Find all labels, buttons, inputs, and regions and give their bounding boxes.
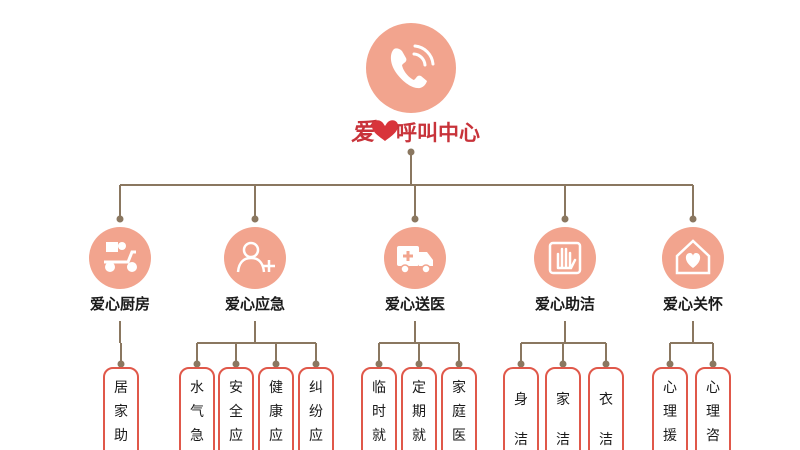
add-person-icon xyxy=(236,241,275,273)
category-label: 爱心关怀 xyxy=(663,295,723,313)
category-care: 爱心关怀 xyxy=(662,227,724,313)
service-item: 定期就诊 xyxy=(401,367,437,450)
delivery-scooter-icon xyxy=(104,242,137,272)
service-item-box xyxy=(361,367,397,450)
service-item: 居家助餐 xyxy=(103,367,139,450)
connector-dot xyxy=(407,148,415,156)
connector-dot xyxy=(559,360,567,368)
category-label: 爱心送医 xyxy=(385,295,445,313)
category-emergency: 爱心应急 xyxy=(224,227,286,313)
connector-dot xyxy=(602,360,610,368)
service-item-box xyxy=(441,367,477,450)
service-item-label: 健康应急 xyxy=(269,380,283,450)
category-cleaning: 爱心助洁 xyxy=(534,227,596,313)
service-item-label: 定期就诊 xyxy=(412,380,426,450)
service-item-label: 心理援助 xyxy=(663,380,677,450)
service-item-label: 安全应急 xyxy=(229,380,243,450)
service-item-label: 心理咨询 xyxy=(706,380,720,450)
service-item-box xyxy=(588,367,624,450)
service-item-label: 家洁 xyxy=(556,391,570,448)
category-label: 爱心厨房 xyxy=(90,295,150,313)
call-center-title: 呼叫中心 xyxy=(396,121,480,145)
call-center-circle xyxy=(366,23,456,113)
service-item: 水气急修 xyxy=(179,367,215,450)
category-label: 爱心助洁 xyxy=(535,295,595,313)
connector-dot xyxy=(312,360,320,368)
service-item: 身洁 xyxy=(503,367,539,450)
service-item-box xyxy=(218,367,254,450)
category-medical: 爱心送医 xyxy=(384,227,446,313)
category-label: 爱心应急 xyxy=(225,295,285,313)
ambulance-icon xyxy=(397,246,433,274)
connector-dot xyxy=(251,215,259,223)
connector-dot xyxy=(232,360,240,368)
service-item-box xyxy=(103,367,139,450)
service-item: 纠纷应急 xyxy=(298,367,334,450)
connector-dot xyxy=(455,360,463,368)
connector-dot xyxy=(561,215,569,223)
connector-dot xyxy=(689,215,697,223)
service-item: 安全应急 xyxy=(218,367,254,450)
service-item-label: 衣洁 xyxy=(599,392,613,448)
phone-icon xyxy=(390,44,435,89)
service-items: 居家助餐水气急修安全应急健康应急纠纷应急临时就诊定期就诊家庭医生身洁家洁衣洁心理… xyxy=(103,367,731,450)
service-item-box xyxy=(652,367,688,450)
service-item: 心理咨询 xyxy=(695,367,731,450)
service-item-box xyxy=(545,367,581,450)
category-kitchen: 爱心厨房 xyxy=(89,227,151,313)
connector-dot xyxy=(415,360,423,368)
category-circle xyxy=(89,227,151,289)
service-item-box xyxy=(401,367,437,450)
connector-dot xyxy=(117,360,125,368)
service-item: 健康应急 xyxy=(258,367,294,450)
clean-hand-icon xyxy=(548,241,582,275)
service-item: 家庭医生 xyxy=(441,367,477,450)
service-item: 家洁 xyxy=(545,367,581,450)
connector-dot xyxy=(116,215,124,223)
connector-lines xyxy=(116,148,717,368)
connector-dot xyxy=(193,360,201,368)
service-item-box xyxy=(695,367,731,450)
service-item: 衣洁 xyxy=(588,367,624,450)
service-item-box xyxy=(503,367,539,450)
category-row: 爱心厨房 爱心应急 爱心送医 爱心助洁 爱心关怀 xyxy=(89,227,724,313)
service-item: 临时就诊 xyxy=(361,367,397,450)
call-center-node: 爱 呼叫中心 xyxy=(351,23,480,146)
connector-dot xyxy=(375,360,383,368)
service-item-label: 水气急修 xyxy=(190,380,204,450)
service-item: 心理援助 xyxy=(652,367,688,450)
service-item-label: 居家助餐 xyxy=(114,380,128,450)
service-item-box xyxy=(298,367,334,450)
connector-dot xyxy=(272,360,280,368)
service-item-label: 临时就诊 xyxy=(372,380,386,450)
connector-dot xyxy=(517,360,525,368)
service-item-box xyxy=(258,367,294,450)
service-item-label: 身洁 xyxy=(514,392,528,448)
heart-logo-icon xyxy=(371,120,399,141)
connector-dot xyxy=(709,360,717,368)
connector-dot xyxy=(666,360,674,368)
service-item-label: 家庭医生 xyxy=(452,379,466,450)
service-item-label: 纠纷应急 xyxy=(309,380,323,450)
heart-home-icon xyxy=(675,239,711,275)
connector-dot xyxy=(411,215,419,223)
service-item-box xyxy=(179,367,215,450)
